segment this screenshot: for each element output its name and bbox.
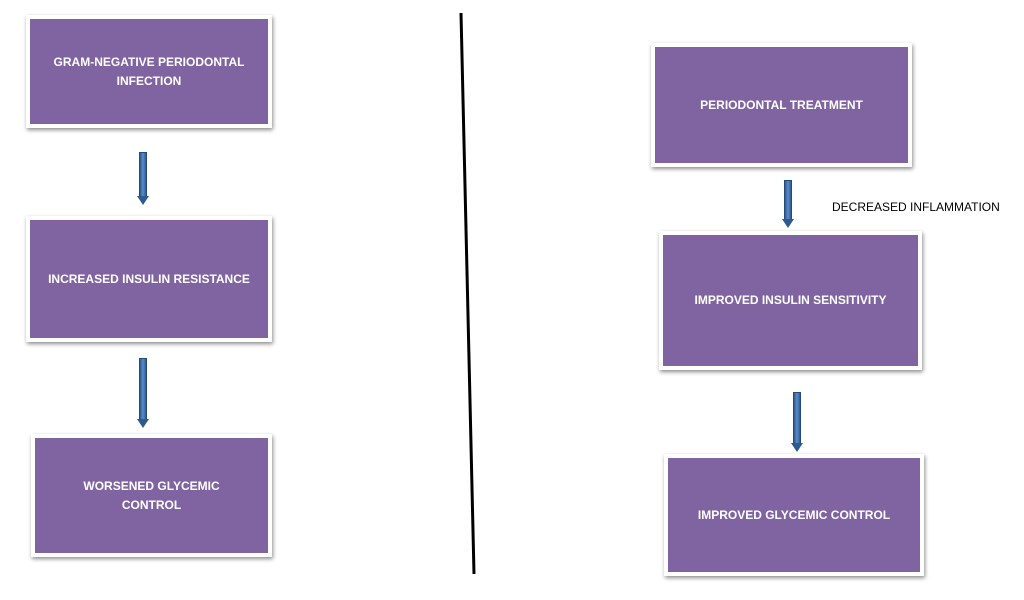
right-box-3-label: IMPROVED GLYCEMIC CONTROL	[697, 507, 891, 522]
left-box-3-label: WORSENED GLYCEMIC CONTROL	[83, 478, 220, 512]
left-box-insulin-resistance: INCREASED INSULIN RESISTANCE	[26, 216, 272, 342]
left-box-worsened-glycemic-control: WORSENED GLYCEMIC CONTROL	[31, 434, 272, 557]
down-arrow-icon	[137, 152, 149, 205]
down-arrow-icon	[782, 180, 794, 228]
right-box-periodontal-treatment: PERIODONTAL TREATMENT	[651, 43, 912, 167]
left-box-periodontal-infection: GRAM-NEGATIVE PERIODONTAL INFECTION	[26, 15, 272, 128]
left-box-1-label: GRAM-NEGATIVE PERIODONTAL INFECTION	[53, 54, 245, 88]
right-box-improved-glycemic-control: IMPROVED GLYCEMIC CONTROL	[664, 454, 924, 576]
right-box-2-label: IMPROVED INSULIN SENSITIVITY	[694, 293, 887, 307]
center-divider-line	[459, 12, 476, 575]
down-arrow-icon	[137, 358, 149, 428]
down-arrow-icon	[791, 392, 803, 452]
annotation-decreased-inflammation: DECREASED INFLAMMATION	[832, 200, 1000, 214]
right-box-1-label: PERIODONTAL TREATMENT	[700, 97, 863, 112]
right-box-improved-insulin-sensitivity: IMPROVED INSULIN SENSITIVITY	[659, 231, 922, 370]
left-box-2-label: INCREASED INSULIN RESISTANCE	[48, 271, 250, 286]
